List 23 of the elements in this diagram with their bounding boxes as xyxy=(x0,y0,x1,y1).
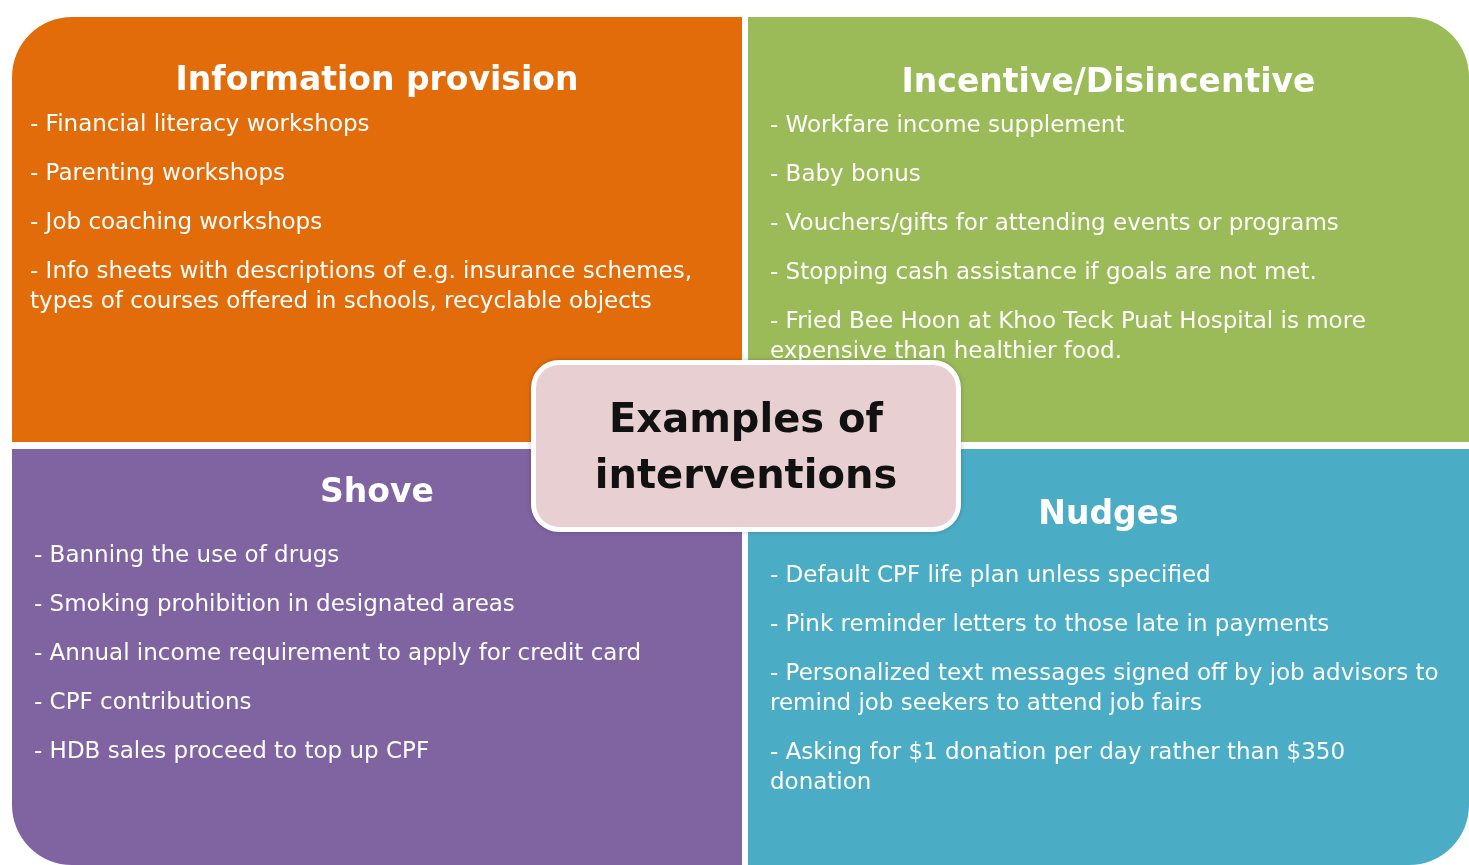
list-item: - Financial literacy workshops xyxy=(30,109,371,138)
center-title: Examples of interventions xyxy=(593,394,899,499)
list-item: - Workfare income supplement xyxy=(770,110,1126,139)
panel-heading: Incentive/Disincentive xyxy=(900,61,1317,100)
list-item: - CPF contributions xyxy=(34,687,253,716)
list-item: - Info sheets with descriptions of e.g. insurance schemes, types of courses offered in schools, recyclable objects xyxy=(30,256,694,315)
list-item: - Banning the use of drugs xyxy=(34,540,341,569)
list-item: - Parenting workshops xyxy=(30,158,286,187)
panel-heading: Information provision xyxy=(174,59,580,98)
list-item: - Smoking prohibition in designated areas xyxy=(34,589,516,618)
list-item: - Annual income requirement to apply for credit card xyxy=(34,638,643,667)
list-item: - Asking for $1 donation per day rather than $350 donation xyxy=(770,737,1347,796)
list-item: - Fried Bee Hoon at Khoo Teck Puat Hospital is more expensive than healthier food. xyxy=(770,306,1367,365)
list-item: - HDB sales proceed to top up CPF xyxy=(34,736,431,765)
list-item: - Baby bonus xyxy=(770,159,922,188)
list-item: - Stopping cash assistance if goals are not met. xyxy=(770,257,1318,286)
list-item: - Pink reminder letters to those late in payments xyxy=(770,609,1331,638)
list-item: - Personalized text messages signed off by job advisors to remind job seekers to attend job fairs xyxy=(770,658,1440,717)
list-item: - Job coaching workshops xyxy=(30,207,324,236)
list-item: - Default CPF life plan unless specified xyxy=(770,560,1212,589)
list-item: - Vouchers/gifts for attending events or programs xyxy=(770,208,1340,237)
center-box xyxy=(531,360,961,532)
panel-heading: Nudges xyxy=(1037,493,1180,532)
